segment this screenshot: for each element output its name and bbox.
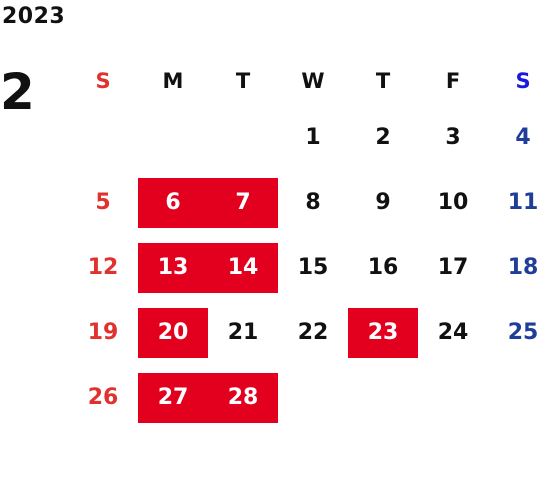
highlighted-day-cell: 20 [138,307,208,358]
day-cell: 19 [87,320,119,345]
day-cell: 21 [227,320,259,345]
empty-day-cell [348,373,418,423]
empty-day-cell [418,373,488,423]
day-cell: 17 [437,255,469,280]
day-cell: 8 [305,190,321,215]
day-cell: 2 [375,125,391,150]
day-cell: 24 [437,320,469,345]
day-cell: 18 [507,255,539,280]
highlighted-day-cell: 6 [138,177,208,228]
weekday-tuesday: T [235,69,251,93]
calendar-month: 2 [0,63,35,121]
highlighted-day-cell: 23 [348,307,418,358]
day-cell: 3 [445,125,461,150]
empty-day-cell [68,113,138,163]
weekday-wednesday: W [301,69,325,93]
day-cell: 26 [87,385,119,410]
weekday-monday: M [162,69,184,93]
empty-day-cell [278,373,348,423]
day-cell: 12 [87,255,119,280]
highlighted-day-cell: 27 [138,372,208,423]
calendar-week-row: 1 2 3 4 [68,105,548,170]
day-cell: 25 [507,320,539,345]
day-cell: 22 [297,320,329,345]
day-cell: 15 [297,255,329,280]
weekday-saturday: S [515,69,531,93]
day-cell: 5 [95,190,111,215]
weekday-friday: F [445,69,461,93]
highlighted-day-cell: 28 [208,372,278,423]
day-cell: 4 [515,125,531,150]
weekday-sunday: S [95,69,111,93]
day-cell: 10 [437,190,469,215]
day-cell: 1 [305,125,321,150]
highlighted-day-cell: 13 [138,242,208,293]
calendar-year: 2023 [2,4,66,29]
highlighted-day-cell: 14 [208,242,278,293]
day-cell: 16 [367,255,399,280]
day-cell: 11 [507,190,539,215]
weekday-thursday: T [375,69,391,93]
empty-day-cell [138,113,208,163]
highlighted-day-cell: 7 [208,177,278,228]
calendar-week-row: 19 20 21 22 23 24 25 [68,300,548,365]
empty-day-cell [208,113,278,163]
empty-day-cell [488,373,548,423]
day-cell: 9 [375,190,391,215]
weekday-header-row: S M T W T F S [68,57,548,105]
